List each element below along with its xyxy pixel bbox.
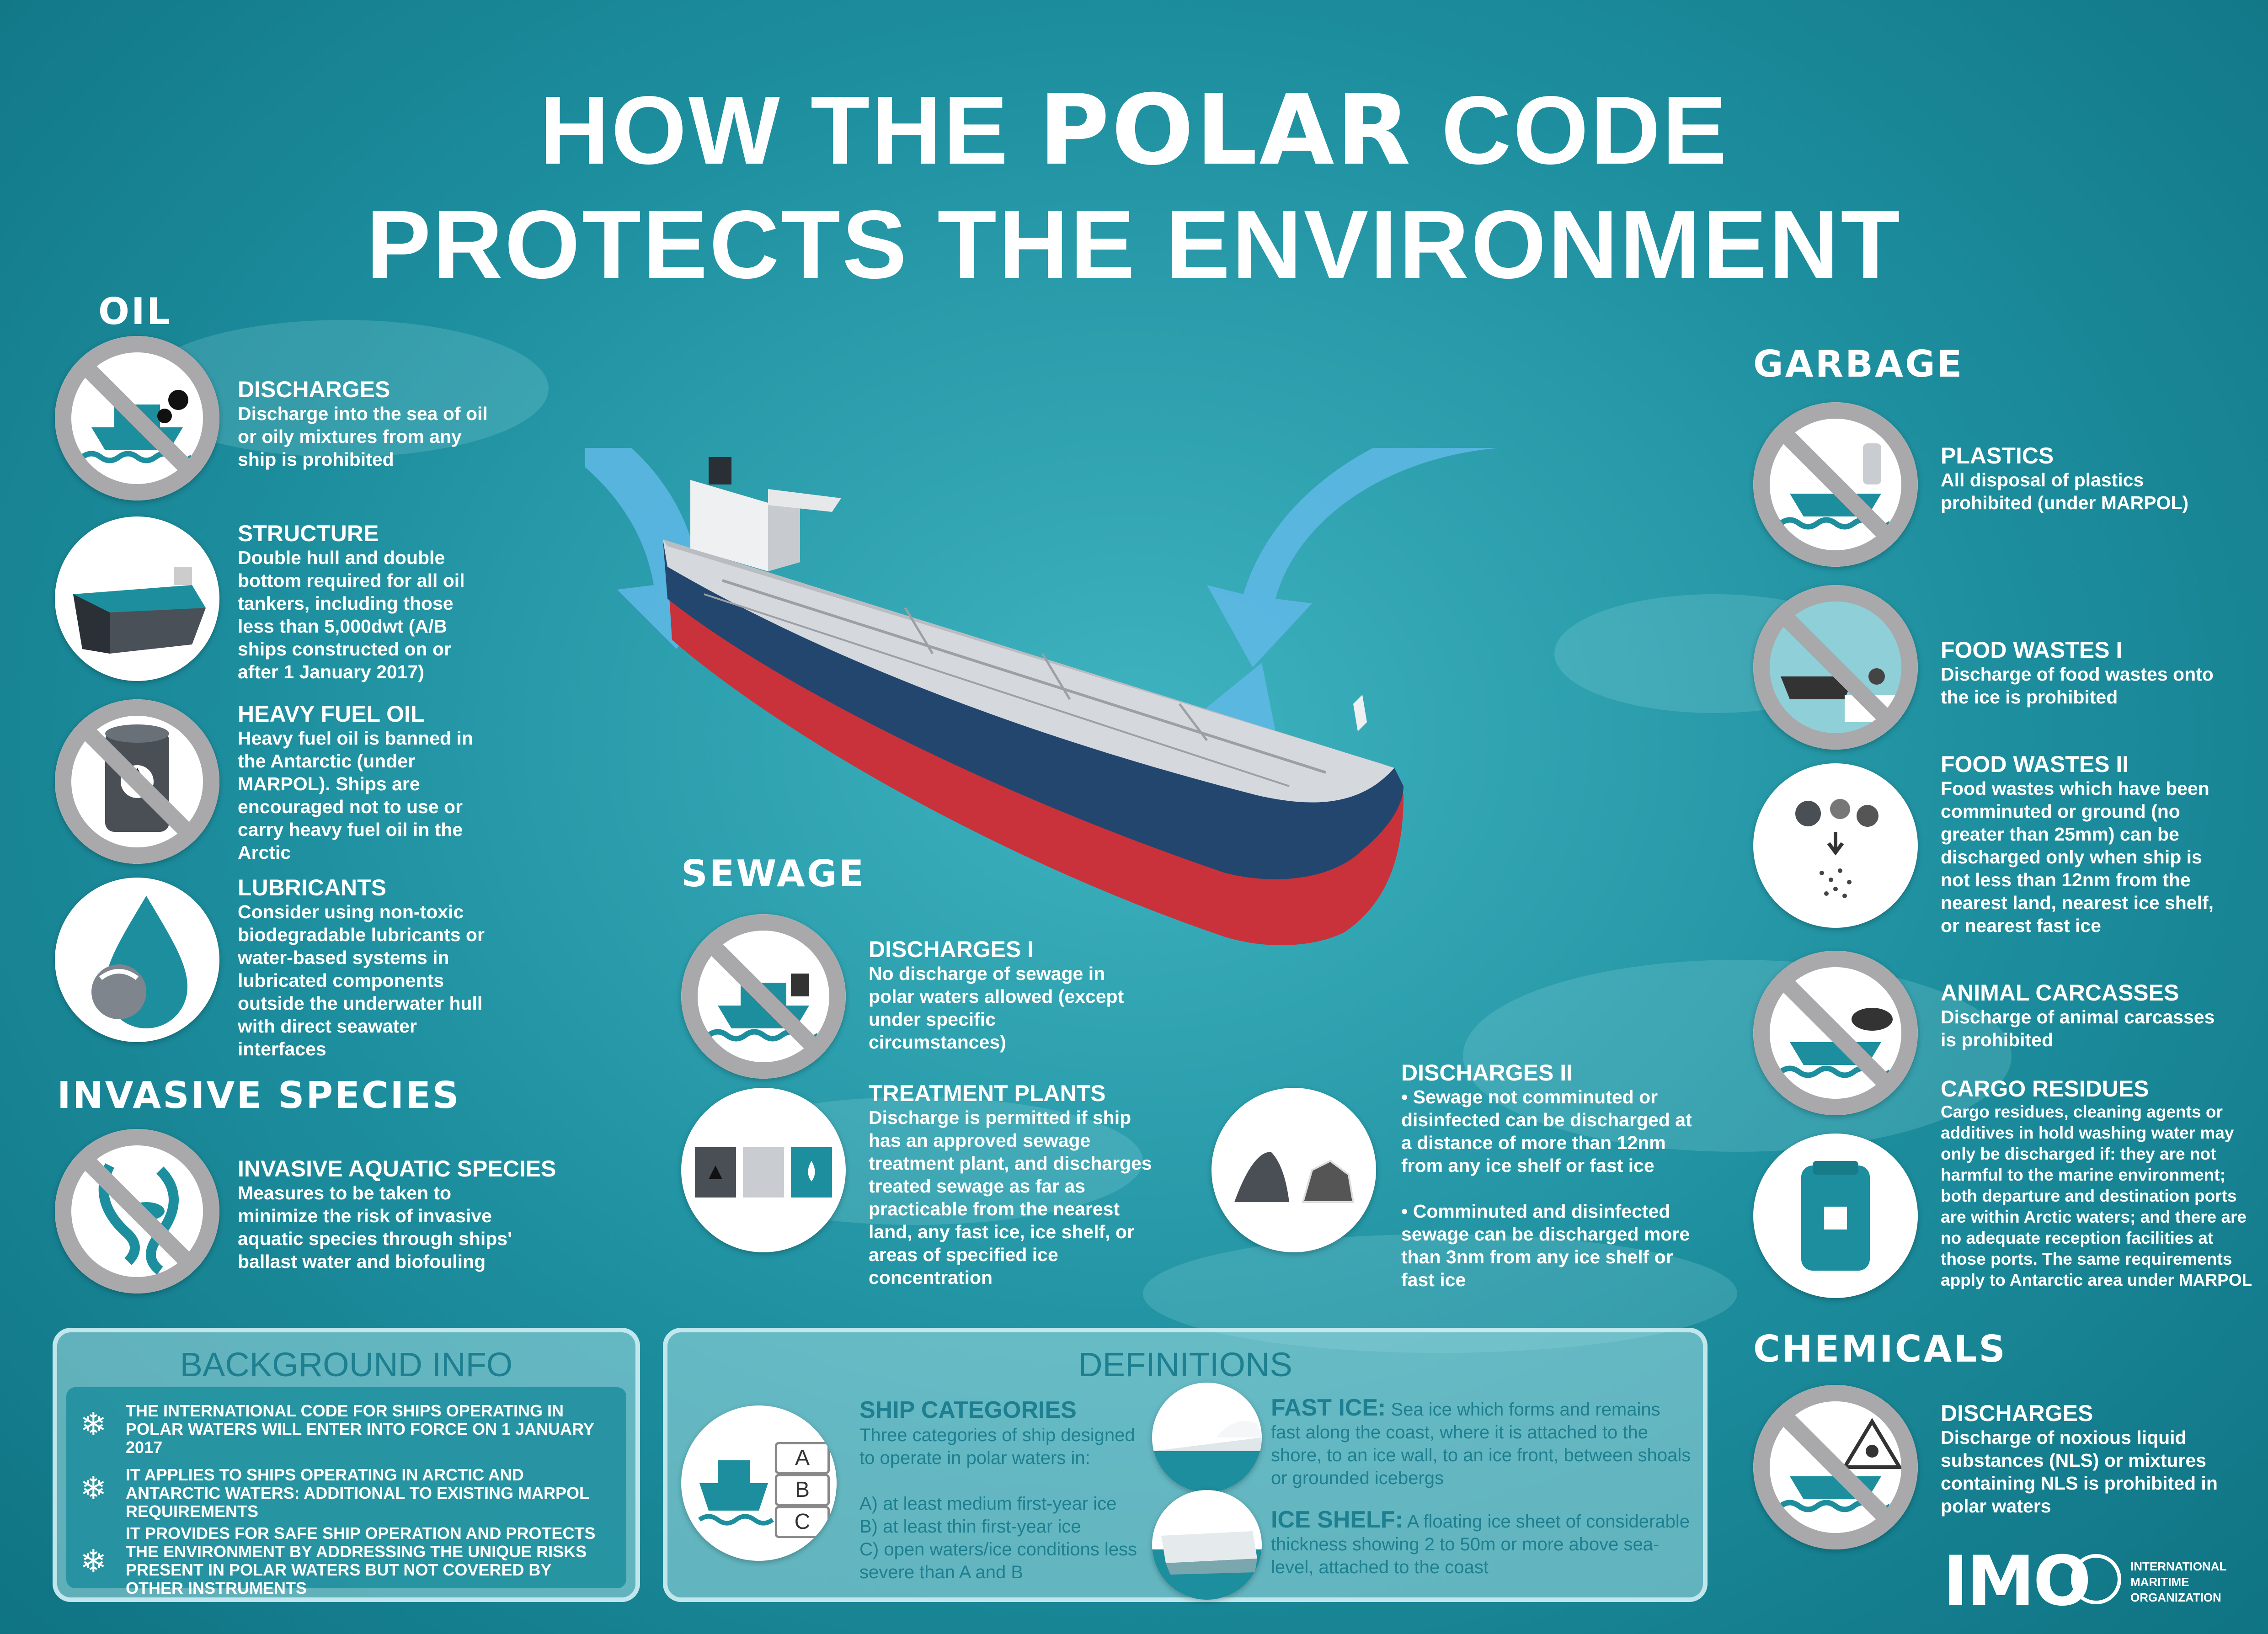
oil-discharges-title: DISCHARGES bbox=[238, 377, 390, 402]
food-wastes-ii-text: Food wastes which have been comminuted o… bbox=[1941, 778, 2214, 936]
ship-categories-title: SHIP CATEGORIES bbox=[859, 1397, 1077, 1423]
page-title: HOW THE POLAR CODE PROTECTS THE ENVIRONM… bbox=[366, 74, 1902, 298]
plastics-text: All disposal of plastics prohibited (und… bbox=[1941, 469, 2189, 513]
invasive-aquatic-species-title: INVASIVE AQUATIC SPECIES bbox=[238, 1156, 556, 1182]
chemical-hazard-icon bbox=[1753, 1385, 1918, 1549]
food-wastes-i-text: Discharge of food wastes onto the ice is… bbox=[1941, 664, 2214, 708]
treatment-plants-title: TREATMENT PLANTS bbox=[869, 1080, 1106, 1106]
heavy-fuel-oil-icon bbox=[55, 699, 219, 864]
heavy-fuel-oil-title: HEAVY FUEL OIL bbox=[238, 701, 425, 727]
heavy-fuel-oil-text: Heavy fuel oil is banned in the Antarcti… bbox=[238, 728, 473, 863]
chemicals-discharges-title: DISCHARGES bbox=[1941, 1400, 2093, 1426]
invasive-aquatic-species-text: Measures to be taken to minimize the ris… bbox=[238, 1182, 512, 1272]
food-wastes-i-title: FOOD WASTES I bbox=[1941, 637, 2123, 663]
cargo-residues-title: CARGO RESIDUES bbox=[1941, 1076, 2149, 1102]
lubricants-text: Consider using non-toxic biodegradable l… bbox=[238, 901, 485, 1059]
imo-logo-line-1: INTERNATIONAL bbox=[2130, 1559, 2227, 1573]
imo-logo-mark: IMO bbox=[1943, 1542, 2092, 1621]
imo-logo-line-3: ORGANIZATION bbox=[2130, 1591, 2221, 1604]
plastics-icon bbox=[1753, 402, 1918, 567]
definitions-panel: DEFINITIONS A B C SHIP CATEGORIES Three … bbox=[663, 1328, 1708, 1602]
background-item-3: IT PROVIDES FOR SAFE SHIP OPERATION AND … bbox=[126, 1524, 596, 1597]
cargo-residues-text: Cargo residues, cleaning agents or addit… bbox=[1941, 1102, 2252, 1289]
lubricants-title: LUBRICANTS bbox=[238, 875, 386, 900]
food-waste-ice-icon bbox=[1753, 585, 1918, 750]
chemicals-discharges-text: Discharge of noxious liquid substances (… bbox=[1941, 1427, 2218, 1517]
ship-categories-icon: A B C bbox=[681, 1405, 837, 1561]
sewage-discharges-i-title: DISCHARGES I bbox=[869, 937, 1034, 962]
ship-categories-intro: Three categories of ship designed to ope… bbox=[859, 1425, 1135, 1468]
fast-ice-text: Sea ice which forms and remains fast alo… bbox=[1271, 1400, 1691, 1488]
sewage-discharges-ii-bullet-2: • Comminuted and disinfected sewage can … bbox=[1401, 1201, 1690, 1290]
category-a-tag: A bbox=[775, 1442, 830, 1474]
garbage-heading: GARBAGE bbox=[1753, 343, 1964, 385]
sewage-discharges-ii-title: DISCHARGES II bbox=[1401, 1060, 1573, 1086]
imo-emblem-icon bbox=[2071, 1554, 2121, 1604]
oil-discharge-icon bbox=[55, 336, 219, 500]
food-wastes-ii-title: FOOD WASTES II bbox=[1941, 751, 2129, 777]
treatment-plants-text: Discharge is permitted if ship has an ap… bbox=[869, 1107, 1152, 1288]
ship-category-a: A) at least medium first-year ice bbox=[859, 1494, 1117, 1514]
fast-ice-term: FAST ICE: bbox=[1271, 1394, 1386, 1421]
fast-ice-definition: FAST ICE: Sea ice which forms and remain… bbox=[1271, 1396, 1692, 1490]
snowflake-icon: ❄ bbox=[80, 1406, 107, 1442]
sewage-discharges-i-text: No discharge of sewage in polar waters a… bbox=[869, 963, 1124, 1053]
animal-carcasses-title: ANIMAL CARCASSES bbox=[1941, 980, 2179, 1006]
background-info-title: BACKGROUND INFO bbox=[180, 1346, 513, 1384]
background-item-1: THE INTERNATIONAL CODE FOR SHIPS OPERATI… bbox=[126, 1401, 594, 1457]
structure-title: STRUCTURE bbox=[238, 521, 379, 546]
cargo-drum-icon bbox=[1753, 1134, 1918, 1298]
snowflake-icon: ❄ bbox=[80, 1470, 107, 1506]
invasive-aquatic-species-icon bbox=[55, 1129, 219, 1293]
category-c-tag: C bbox=[775, 1506, 830, 1538]
plastics-title: PLASTICS bbox=[1941, 443, 2054, 468]
ice-floe bbox=[1463, 960, 2012, 1152]
sewage-heading: SEWAGE bbox=[681, 852, 866, 895]
definitions-title: DEFINITIONS bbox=[1078, 1346, 1292, 1384]
ship-category-c: C) open waters/ice conditions less sever… bbox=[859, 1539, 1137, 1582]
oil-discharges-text: Discharge into the sea of oil or oily mi… bbox=[238, 403, 488, 470]
category-b-tag: B bbox=[775, 1474, 830, 1506]
animal-carcasses-text: Discharge of animal carcasses is prohibi… bbox=[1941, 1006, 2215, 1050]
ice-shelf-text: A floating ice sheet of considerable thi… bbox=[1271, 1512, 1690, 1577]
lubricant-drop-icon bbox=[55, 878, 219, 1042]
ice-shelf-term: ICE SHELF: bbox=[1271, 1506, 1403, 1533]
snowflake-icon: ❄ bbox=[80, 1544, 107, 1579]
ice-shelf-icon bbox=[1152, 1490, 1262, 1600]
sewage-waste-icon bbox=[1211, 1088, 1376, 1252]
imo-logo-line-2: MARITIME bbox=[2130, 1575, 2189, 1589]
oil-tanker-illustration bbox=[585, 448, 1500, 946]
invasive-species-heading: INVASIVE SPECIES bbox=[57, 1074, 461, 1117]
treatment-plant-icon bbox=[681, 1088, 846, 1252]
background-info-list: ❄ THE INTERNATIONAL CODE FOR SHIPS OPERA… bbox=[66, 1387, 626, 1597]
ice-shelf-definition: ICE SHELF: A floating ice sheet of consi… bbox=[1271, 1508, 1692, 1579]
background-info-panel: BACKGROUND INFO ❄ THE INTERNATIONAL CODE… bbox=[53, 1328, 640, 1602]
oil-heading: OIL bbox=[98, 290, 172, 333]
food-waste-grinder-icon bbox=[1753, 763, 1918, 928]
imo-logo-text: INTERNATIONAL MARITIME ORGANIZATION bbox=[2130, 1559, 2226, 1605]
chemicals-heading: CHEMICALS bbox=[1753, 1328, 2007, 1370]
sewage-discharges-ii-bullet-1: • Sewage not comminuted or disinfected c… bbox=[1401, 1086, 1692, 1176]
double-hull-icon bbox=[55, 516, 219, 681]
structure-text: Double hull and double bottom required f… bbox=[238, 547, 465, 682]
ship-category-b: B) at least thin first-year ice bbox=[859, 1517, 1081, 1537]
fast-ice-icon bbox=[1152, 1383, 1262, 1492]
animal-carcass-icon bbox=[1753, 951, 1918, 1115]
sewage-discharge-icon bbox=[681, 914, 846, 1079]
background-item-2: IT APPLIES TO SHIPS OPERATING IN ARCTIC … bbox=[126, 1465, 589, 1521]
